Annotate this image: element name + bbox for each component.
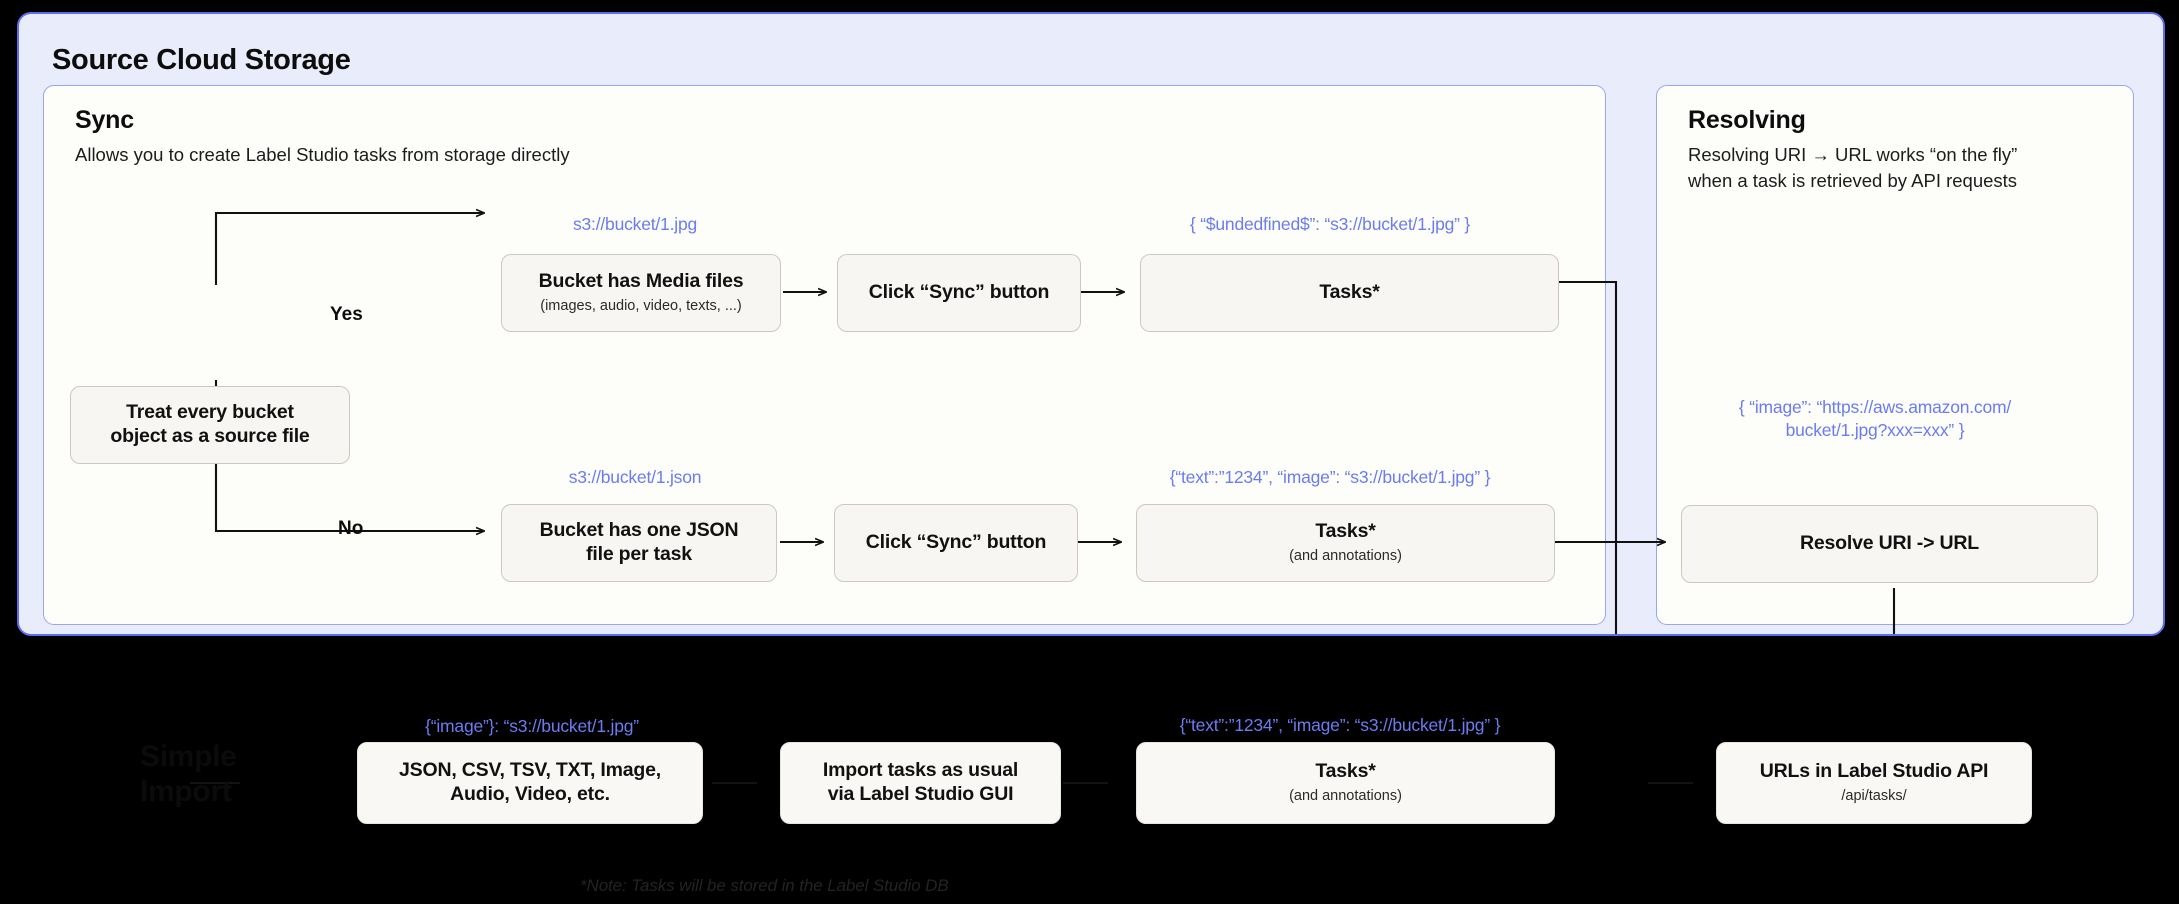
node-bottom-tasks-subtitle: (and annotations)	[1289, 788, 1402, 805]
node-import-tasks-gui: Import tasks as usual via Label Studio G…	[780, 742, 1061, 824]
annotation-json-uri: s3://bucket/1.json	[568, 467, 702, 487]
node-tasks-media-title: Tasks*	[1319, 281, 1380, 304]
sync-subtitle: Allows you to create Label Studio tasks …	[75, 144, 570, 165]
node-bottom-tasks: Tasks* (and annotations)	[1136, 742, 1555, 824]
node-tasks-json-title: Tasks*	[1315, 520, 1376, 543]
node-bucket-has-one-json-file: Bucket has one JSON file per task	[501, 504, 777, 582]
node-tasks-json: Tasks* (and annotations)	[1136, 504, 1555, 582]
node-media-title: Bucket has Media files	[538, 270, 744, 293]
page-title: Source Cloud Storage	[52, 44, 351, 76]
node-media-subtitle: (images, audio, video, texts, ...)	[540, 298, 742, 315]
node-sync-button-json-label: Click “Sync” button	[865, 531, 1047, 554]
node-bucket-has-media-files: Bucket has Media files (images, audio, v…	[501, 254, 781, 332]
node-sync-button-label: Click “Sync” button	[868, 281, 1050, 304]
node-api-subtitle: /api/tasks/	[1841, 788, 1907, 805]
node-resolve-label: Resolve URI -> URL	[1800, 532, 1979, 555]
annotation-media-task-json: { “$undedfined$”: “s3://bucket/1.jpg” }	[1189, 214, 1471, 234]
node-json-title: Bucket has one JSON file per task	[539, 519, 739, 565]
annotation-json-task-json: {“text”:”1234”, “image”: “s3://bucket/1.…	[1169, 467, 1491, 487]
footer-note: *Note: Tasks will be stored in the Label…	[580, 876, 949, 895]
decision-node-treat-bucket-object: Treat every bucket object as a source fi…	[70, 386, 350, 464]
annotation-bottom-tasks-json: {“text”:”1234”, “image”: “s3://bucket/1.…	[1179, 715, 1501, 735]
annotation-formats-json: {“image”}: “s3://bucket/1.jpg”	[425, 716, 639, 736]
annotation-resolved-url: { “image”: “https://aws.amazon.com/ buck…	[1738, 397, 2012, 440]
node-urls-in-label-studio-api: URLs in Label Studio API /api/tasks/	[1716, 742, 2032, 824]
node-bottom-tasks-title: Tasks*	[1315, 760, 1376, 783]
resolving-title: Resolving	[1688, 106, 1806, 134]
node-tasks-media: Tasks*	[1140, 254, 1559, 332]
simple-import-section-label: Simple Import	[140, 740, 237, 808]
decision-node-label: Treat every bucket object as a source fi…	[110, 401, 310, 447]
branch-label-no: No	[338, 518, 364, 539]
node-resolve-uri-to-url: Resolve URI -> URL	[1681, 505, 2098, 583]
node-formats-label: JSON, CSV, TSV, TXT, Image, Audio, Video…	[399, 759, 661, 805]
node-api-title: URLs in Label Studio API	[1759, 760, 1989, 783]
node-supported-formats: JSON, CSV, TSV, TXT, Image, Audio, Video…	[357, 742, 703, 824]
sync-title: Sync	[75, 106, 134, 134]
resolving-subtitle: Resolving URI → URL works “on the fly” w…	[1688, 144, 2018, 192]
branch-label-yes: Yes	[330, 304, 363, 325]
node-tasks-json-subtitle: (and annotations)	[1289, 548, 1402, 565]
annotation-media-uri: s3://bucket/1.jpg	[572, 214, 698, 234]
node-click-sync-button-json[interactable]: Click “Sync” button	[834, 504, 1078, 582]
node-click-sync-button-media[interactable]: Click “Sync” button	[837, 254, 1081, 332]
node-import-label: Import tasks as usual via Label Studio G…	[822, 759, 1019, 805]
